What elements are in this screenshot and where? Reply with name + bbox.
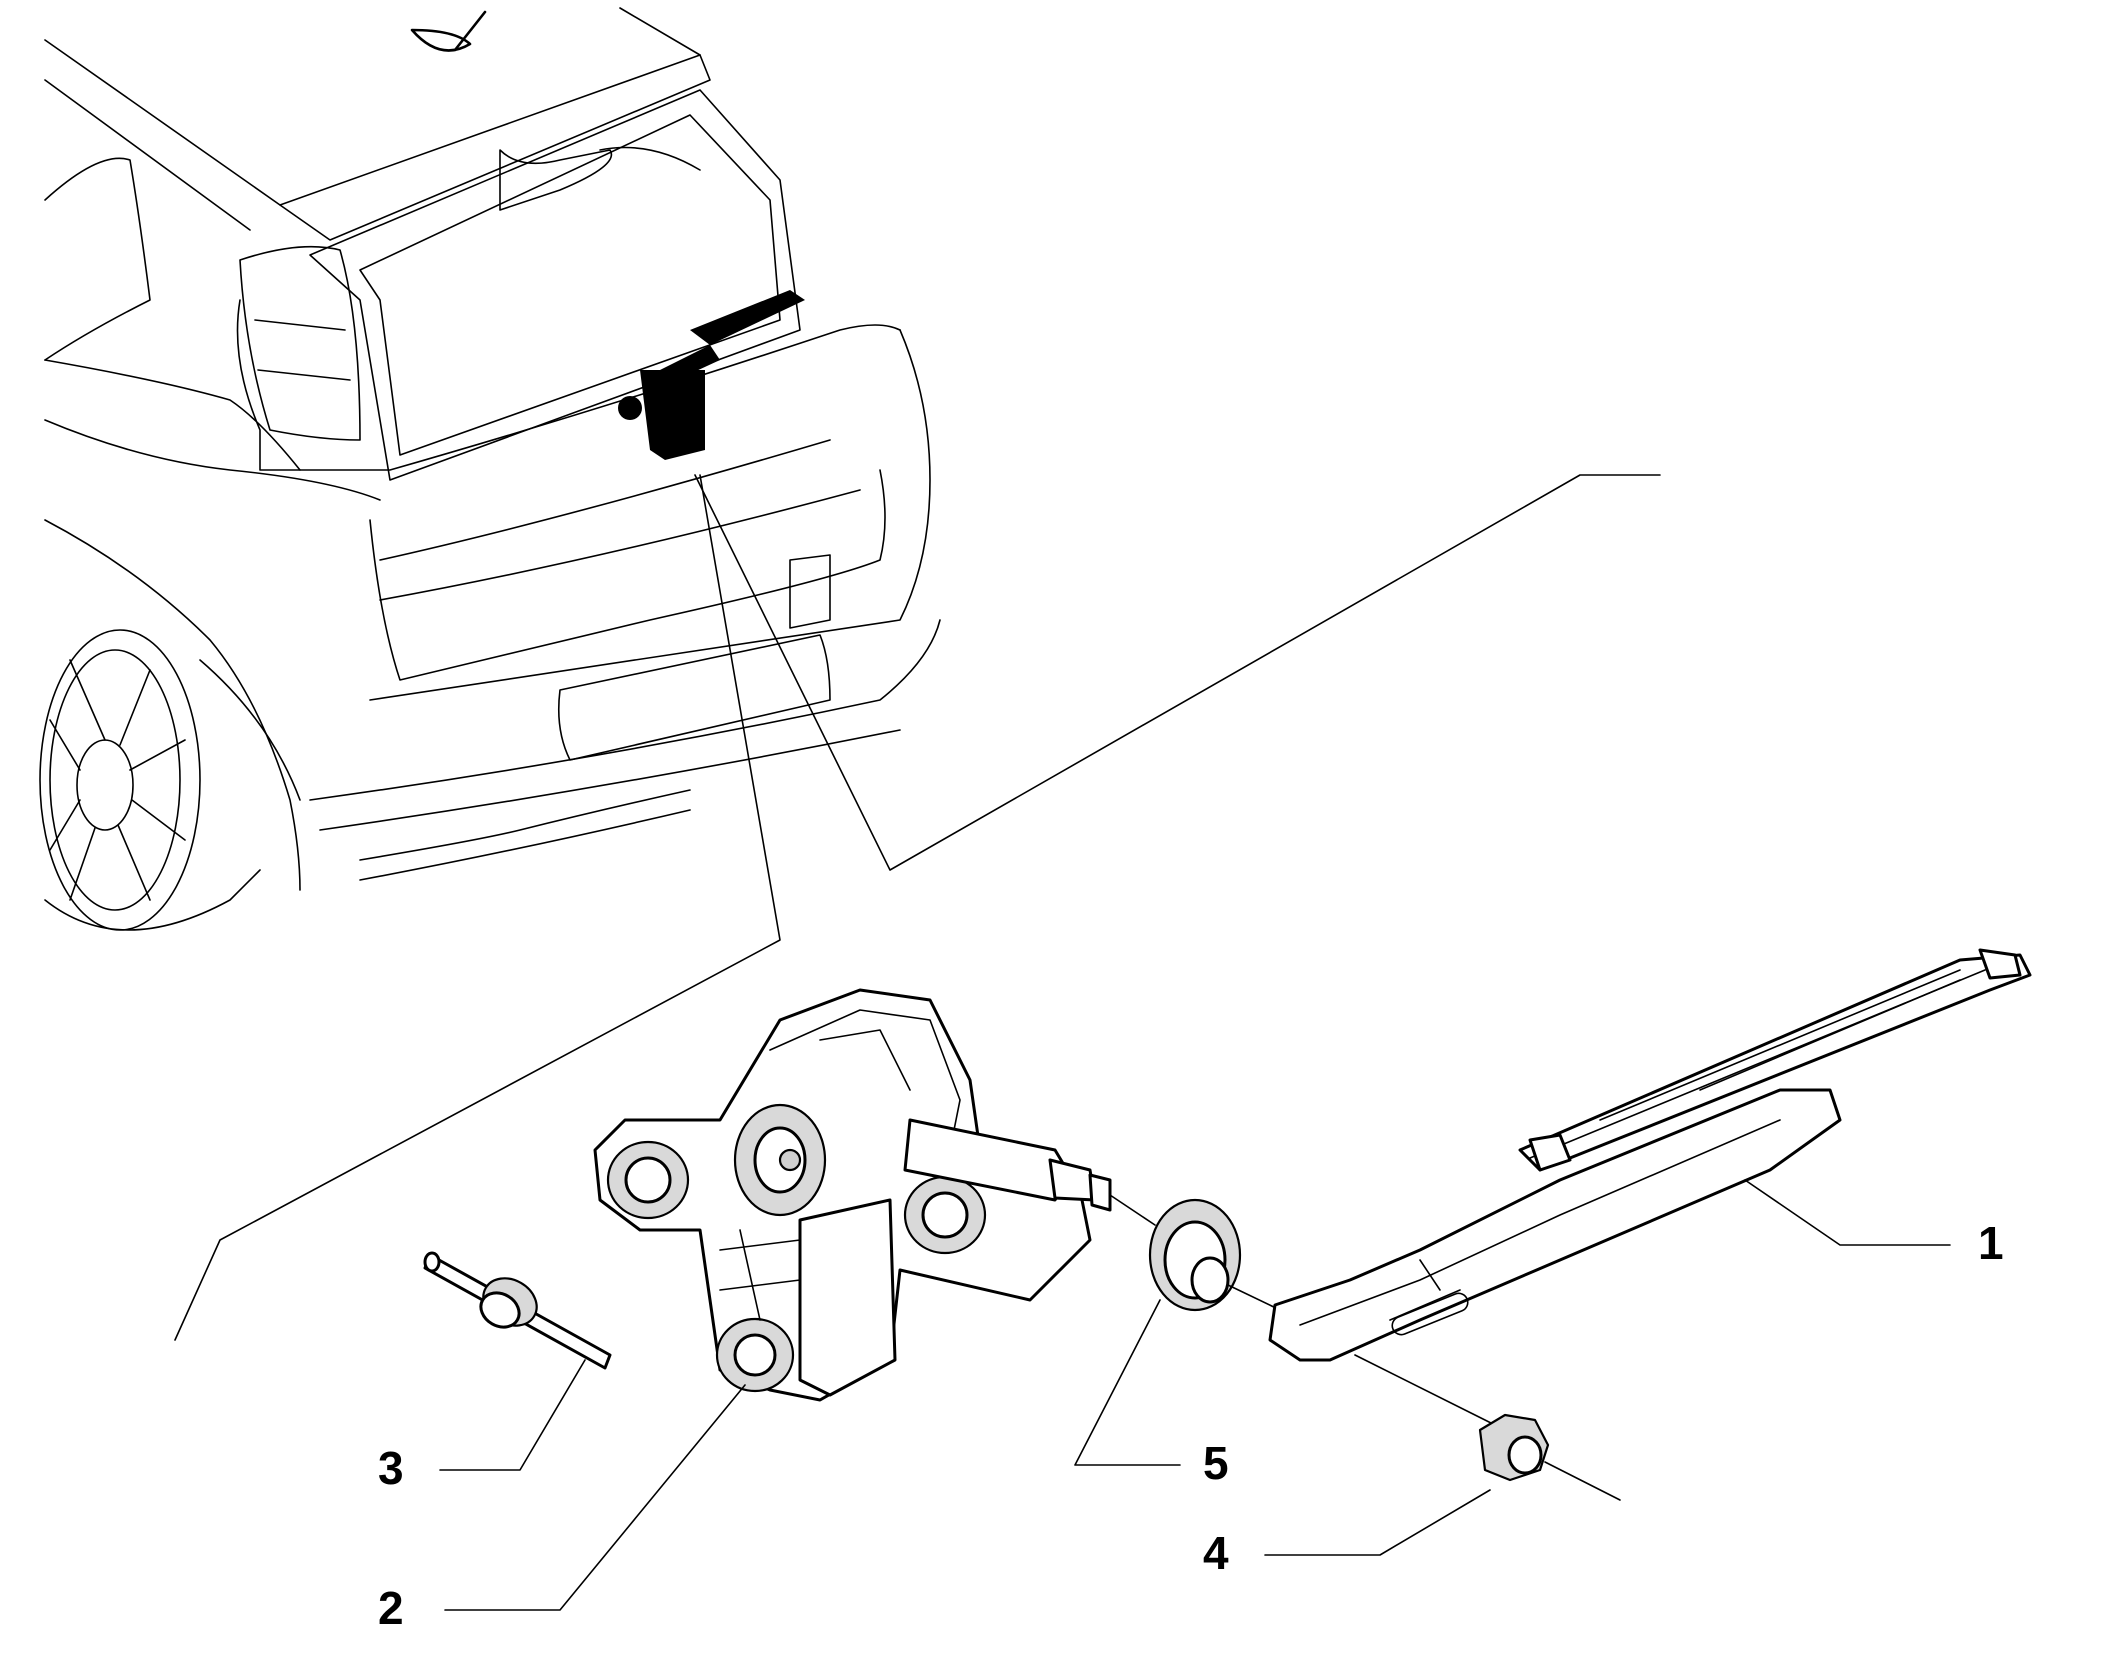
- leader-5: [1074, 1299, 1181, 1466]
- leader-4: [1264, 1489, 1491, 1556]
- zoom-projection: [174, 474, 1661, 1341]
- leader-1: [1744, 1179, 1951, 1246]
- leader-2: [444, 1384, 746, 1611]
- rear-wheel: [39, 629, 261, 931]
- leader-lines: [439, 1179, 1951, 1611]
- callout-4: 4: [1203, 1527, 1229, 1579]
- part-5-seal: [1148, 1198, 1281, 1312]
- callout-2: 2: [378, 1582, 404, 1634]
- part-2-wiper-motor: [593, 988, 1156, 1402]
- car-rear-illustration: [39, 7, 941, 931]
- wiper-location-marker: [618, 290, 805, 460]
- part-1-wiper-arm: [1268, 948, 2032, 1426]
- callout-3: 3: [378, 1442, 404, 1494]
- part-3-grommet-pin: [423, 1251, 612, 1370]
- leader-3: [439, 1359, 586, 1471]
- callout-5: 5: [1203, 1437, 1229, 1489]
- callout-1: 1: [1978, 1217, 2004, 1269]
- part-4-nut: [1478, 1413, 1621, 1501]
